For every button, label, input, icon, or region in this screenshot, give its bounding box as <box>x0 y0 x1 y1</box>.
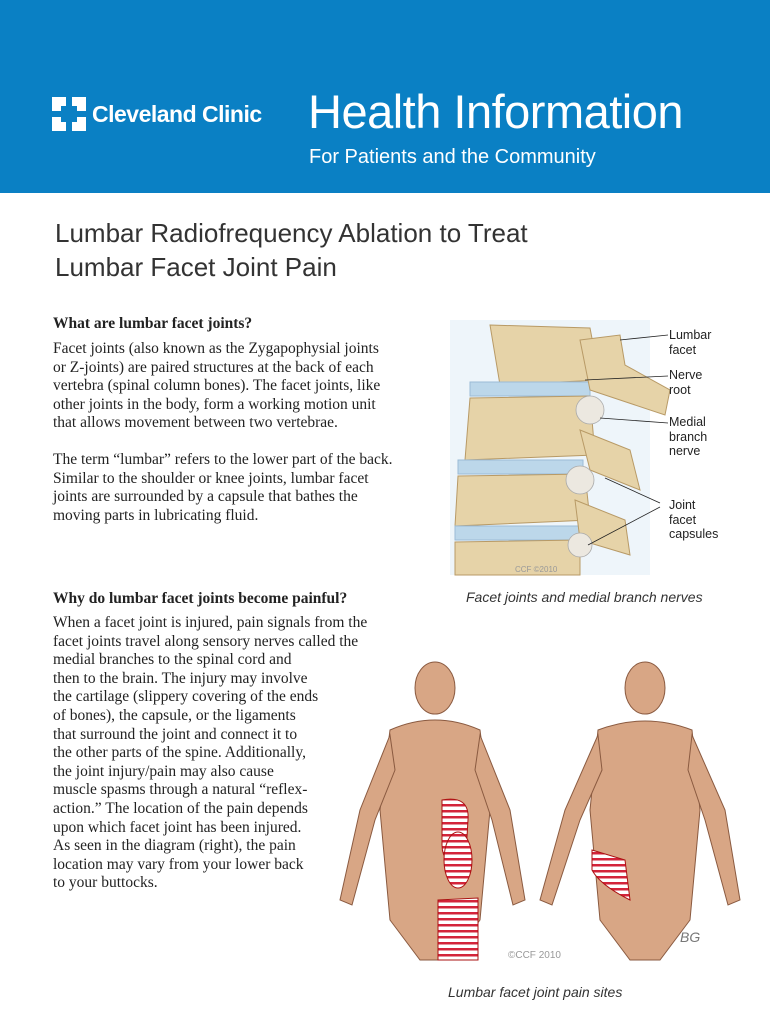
text-line: upon which facet joint has been injured. <box>53 818 302 836</box>
text-line: facet joints travel along sensory nerves… <box>53 632 359 650</box>
text-line: or Z-joints) are paired structures at th… <box>53 358 374 376</box>
text-line: Facet joints (also known as the Zygapoph… <box>53 340 379 357</box>
text-line: the other parts of the spine. Additional… <box>53 744 306 762</box>
figure1-caption: Facet joints and medial branch nerves <box>466 589 703 605</box>
text-line: that surround the joint and connect it t… <box>53 725 298 743</box>
document-title: Lumbar Radiofrequency Ablation to Treat … <box>55 216 528 284</box>
text-line: that allows movement between two vertebr… <box>53 414 338 432</box>
label-line: root <box>669 382 691 397</box>
cleveland-clinic-logo-icon <box>52 97 86 131</box>
text-line: to your buttocks. <box>53 874 158 892</box>
text-line: of bones), the capsule, or the ligaments <box>53 706 296 724</box>
text-line: then to the brain. The injury may involv… <box>53 669 308 687</box>
label-line: nerve <box>669 444 701 458</box>
spine-illustration: CCF ©2010 <box>450 320 670 576</box>
paragraph: The term “lumbar” refers to the lower pa… <box>53 451 393 525</box>
text-line: joints are surrounded by a capsule that … <box>53 488 358 506</box>
header-title: Health Information <box>308 85 684 138</box>
text-line: location may vary from your lower back <box>53 855 304 873</box>
text-line: muscle spasms through a natural “reflex- <box>53 781 308 799</box>
paragraph: Facet joints (also known as the Zygapoph… <box>53 340 380 433</box>
section-heading: Why do lumbar facet joints become painfu… <box>53 590 348 607</box>
text-line: When a facet joint is injured, pain sign… <box>53 614 368 631</box>
title-line: Lumbar Radiofrequency Ablation to Treat <box>55 218 528 248</box>
text-line: vertebra (spinal column bones). The face… <box>53 377 381 395</box>
header-banner: Cleveland Clinic Health Information For … <box>0 0 770 193</box>
pain-sites-illustration: BG <box>339 661 741 961</box>
figure2-copyright: ©CCF 2010 <box>508 950 561 961</box>
logo-text: Cleveland Clinic <box>92 100 262 127</box>
label-line: branch <box>669 429 708 444</box>
figure2-caption: Lumbar facet joint pain sites <box>448 984 623 1000</box>
text-line: medial branches to the spinal cord and <box>53 651 292 669</box>
pain-area-markings <box>437 798 631 961</box>
figure1-watermark: CCF ©2010 <box>515 565 558 574</box>
header-subtitle: For Patients and the Community <box>309 146 596 168</box>
text-line: Similar to the shoulder or knee joints, … <box>53 469 369 487</box>
section-heading: What are lumbar facet joints? <box>53 315 253 332</box>
cleveland-clinic-logo: Cleveland Clinic <box>52 97 262 131</box>
label-line: capsules <box>669 527 719 541</box>
text-line: The term “lumbar” refers to the lower pa… <box>53 451 393 468</box>
title-line: Lumbar Facet Joint Pain <box>55 252 337 282</box>
label-line: Lumbar <box>669 328 712 342</box>
artist-signature: BG <box>680 929 700 945</box>
label-line: facet <box>669 342 697 357</box>
label-line: Nerve <box>669 368 703 382</box>
text-line: the cartilage (slippery covering of the … <box>53 688 319 706</box>
text-line: moving parts in lubricating fluid. <box>53 506 259 524</box>
text-line: As seen in the diagram (right), the pain <box>53 837 296 855</box>
text-line: action.” The location of the pain depend… <box>53 799 308 817</box>
paragraph: When a facet joint is injured, pain sign… <box>53 614 367 893</box>
label-line: Medial <box>669 415 706 429</box>
text-line: other joints in the body, form a working… <box>53 395 376 413</box>
label-line: facet <box>669 512 697 527</box>
label-line: Joint <box>669 498 696 512</box>
text-line: the joint injury/pain may also cause <box>53 762 274 780</box>
